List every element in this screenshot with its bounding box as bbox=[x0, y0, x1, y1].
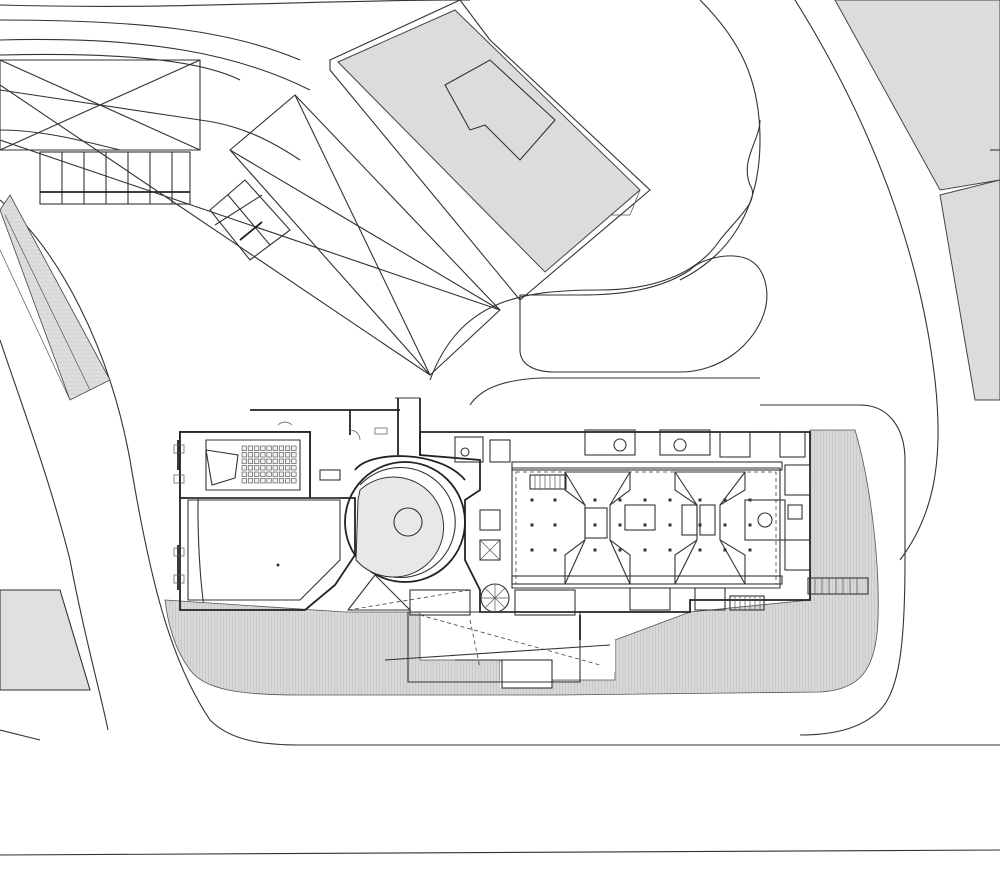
column bbox=[643, 523, 647, 527]
auditorium-seat bbox=[266, 452, 272, 458]
auditorium-seat bbox=[272, 478, 278, 484]
column bbox=[593, 548, 597, 552]
auditorium-wing bbox=[173, 409, 400, 611]
auditorium-seat bbox=[254, 465, 260, 471]
column bbox=[618, 523, 622, 527]
auditorium-seat bbox=[266, 478, 272, 484]
auditorium-seat bbox=[278, 478, 285, 484]
auditorium-seat bbox=[285, 471, 291, 477]
column bbox=[593, 498, 597, 502]
auditorium-seat bbox=[260, 478, 266, 484]
column bbox=[553, 523, 557, 527]
top-right-grey-building bbox=[834, 0, 1000, 401]
auditorium-seat bbox=[254, 458, 260, 464]
auditorium-seat bbox=[247, 471, 253, 477]
auditorium-seat bbox=[241, 465, 247, 471]
auditorium-seat bbox=[260, 452, 266, 458]
auditorium-seat bbox=[241, 452, 247, 458]
auditorium-seat bbox=[285, 465, 291, 471]
canopy-structure bbox=[0, 84, 501, 376]
auditorium-seat bbox=[241, 445, 247, 451]
column bbox=[698, 498, 702, 502]
column bbox=[723, 498, 727, 502]
auditorium-seat bbox=[254, 478, 260, 484]
auditorium-seat bbox=[247, 465, 253, 471]
auditorium-seat bbox=[260, 458, 266, 464]
auditorium-seat bbox=[266, 465, 272, 471]
auditorium-seat bbox=[247, 445, 253, 451]
auditorium-seat bbox=[260, 465, 266, 471]
auditorium-seat bbox=[272, 445, 278, 451]
top-grey-building bbox=[329, 0, 651, 301]
auditorium-seat bbox=[272, 471, 278, 477]
column bbox=[553, 498, 557, 502]
road-curbs bbox=[0, 0, 1000, 856]
column bbox=[723, 523, 727, 527]
auditorium-seat bbox=[285, 452, 291, 458]
auditorium-seat bbox=[241, 471, 247, 477]
auditorium-seat bbox=[272, 452, 278, 458]
auditorium-seat bbox=[247, 458, 253, 464]
auditorium-seat bbox=[291, 478, 297, 484]
column bbox=[618, 498, 622, 502]
auditorium-seat bbox=[241, 478, 247, 484]
auditorium-seat bbox=[254, 452, 260, 458]
auditorium-seat bbox=[291, 452, 297, 458]
auditorium-seat bbox=[260, 471, 266, 477]
column bbox=[618, 548, 622, 552]
auditorium-seat bbox=[285, 478, 291, 484]
entrance-canopy bbox=[384, 611, 611, 689]
auditorium-seat bbox=[278, 465, 285, 471]
column bbox=[530, 548, 534, 552]
auditorium-seat bbox=[285, 445, 291, 451]
auditorium-seat bbox=[291, 458, 297, 464]
auditorium-seat bbox=[278, 452, 285, 458]
auditorium-seat bbox=[278, 458, 285, 464]
auditorium-seat bbox=[278, 471, 285, 477]
auditorium-seat bbox=[278, 445, 285, 451]
auditorium-seat bbox=[291, 465, 297, 471]
auditorium-seat bbox=[272, 458, 278, 464]
column bbox=[593, 523, 597, 527]
rotunda bbox=[344, 397, 471, 611]
auditorium-seat bbox=[254, 445, 260, 451]
auditorium-seat bbox=[266, 471, 272, 477]
auditorium-seat bbox=[285, 458, 291, 464]
auditorium-seat bbox=[241, 458, 247, 464]
auditorium-seat bbox=[291, 445, 297, 451]
auditorium-seating bbox=[241, 445, 297, 484]
parking-stalls bbox=[39, 151, 191, 205]
column bbox=[748, 523, 752, 527]
column bbox=[668, 523, 672, 527]
column bbox=[643, 498, 647, 502]
column bbox=[668, 498, 672, 502]
auditorium-seat bbox=[254, 471, 260, 477]
auditorium-seat bbox=[247, 452, 253, 458]
auditorium-seat bbox=[266, 445, 272, 451]
column bbox=[698, 548, 702, 552]
main-hall bbox=[409, 429, 869, 616]
left-ramp-structure bbox=[0, 194, 111, 691]
column bbox=[530, 523, 534, 527]
column bbox=[553, 548, 557, 552]
plaza-paving bbox=[164, 429, 879, 696]
top-left-building bbox=[0, 59, 201, 205]
auditorium-seat bbox=[272, 465, 278, 471]
auditorium-seat bbox=[247, 478, 253, 484]
column bbox=[748, 548, 752, 552]
stairs bbox=[480, 474, 869, 613]
column bbox=[668, 548, 672, 552]
column bbox=[723, 548, 727, 552]
column bbox=[643, 548, 647, 552]
column-grid bbox=[530, 498, 752, 552]
main-building-plan bbox=[173, 397, 869, 689]
auditorium-seat bbox=[291, 471, 297, 477]
column bbox=[530, 498, 534, 502]
auditorium-seat bbox=[266, 458, 272, 464]
auditorium-seat bbox=[260, 445, 266, 451]
